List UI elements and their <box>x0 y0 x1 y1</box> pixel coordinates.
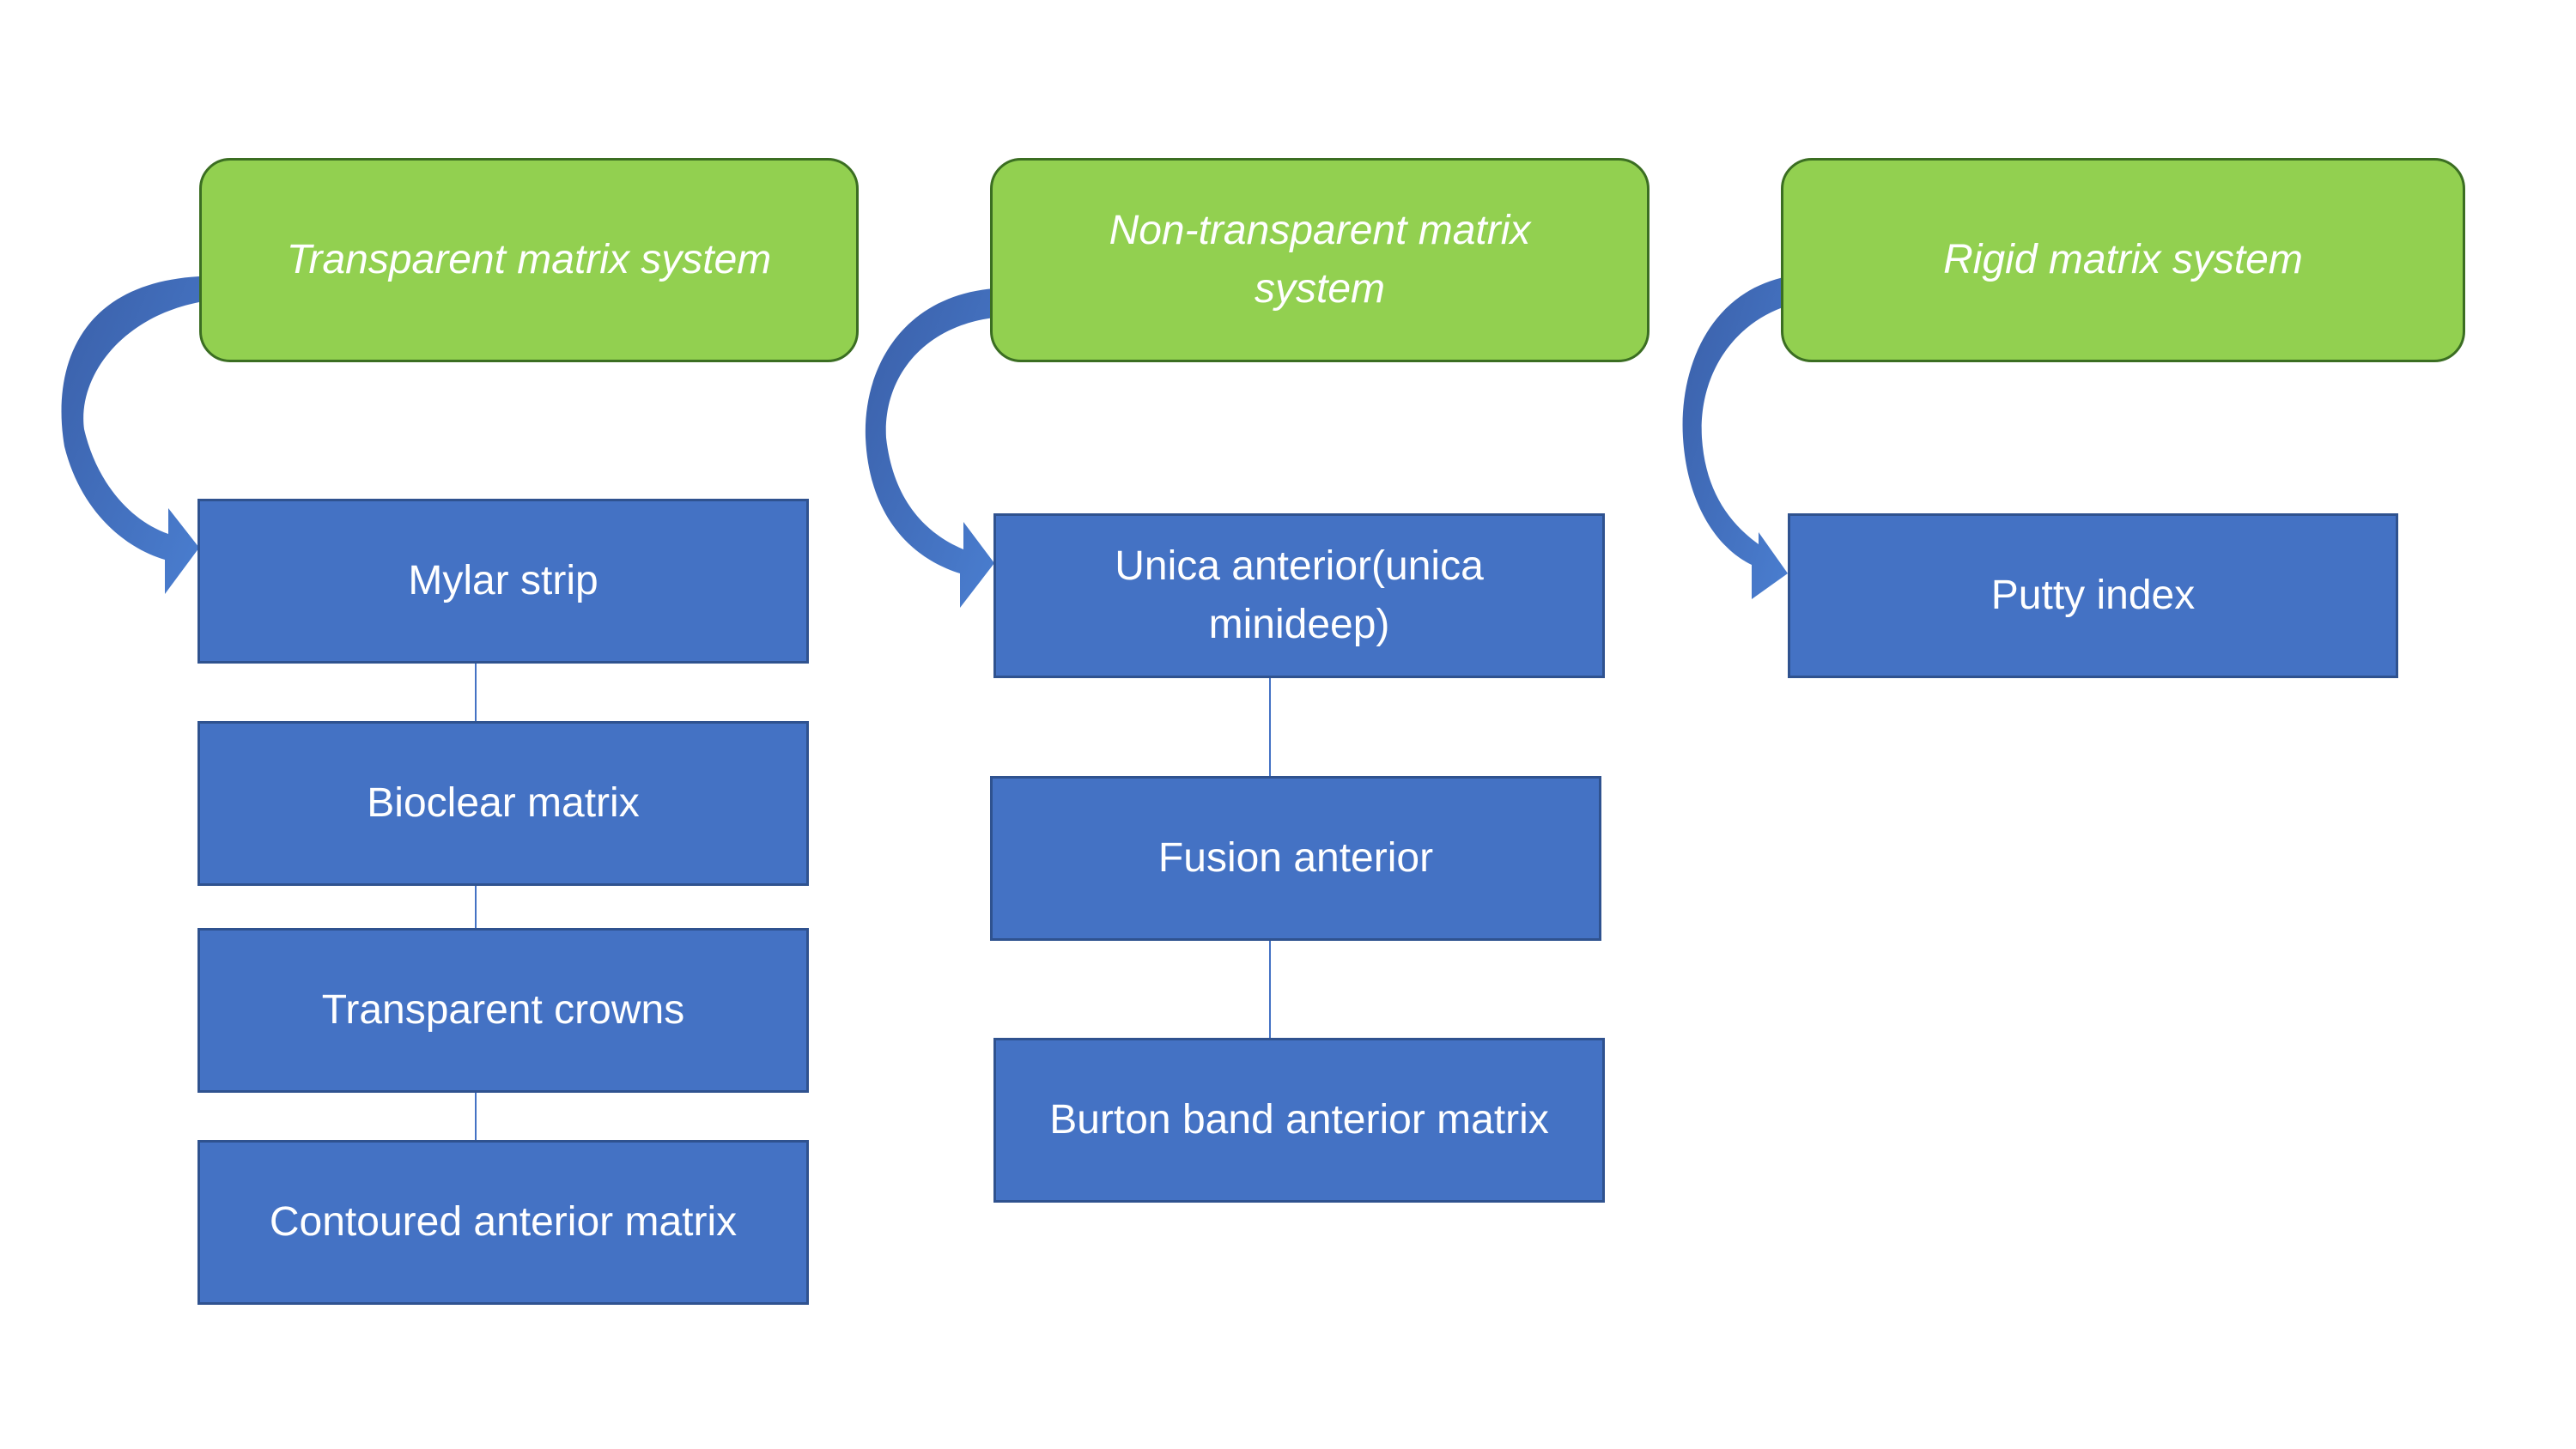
item-label: Mylar strip <box>408 558 598 603</box>
item-transparent-crowns: Transparent crowns <box>197 928 809 1093</box>
curved-arrow-3 <box>1682 276 1788 599</box>
item-label: Transparent crowns <box>321 987 685 1033</box>
connector <box>1269 941 1271 1038</box>
item-label: Unica anterior(unica minideep) <box>1115 543 1484 647</box>
header-label: Transparent matrix system <box>286 237 772 282</box>
header-label: Non-transparent matrix system <box>1109 208 1531 312</box>
item-contoured-anterior-matrix: Contoured anterior matrix <box>197 1140 809 1305</box>
item-label: Putty index <box>1990 573 2196 618</box>
connector <box>475 664 477 721</box>
item-burton-band-anterior-matrix: Burton band anterior matrix <box>993 1038 1605 1203</box>
connector <box>475 886 477 928</box>
curved-arrow-2 <box>865 288 994 608</box>
item-bioclear-matrix: Bioclear matrix <box>197 721 809 886</box>
item-unica-anterior: Unica anterior(unica minideep) <box>993 513 1605 678</box>
header-label: Rigid matrix system <box>1943 237 2303 282</box>
item-label: Bioclear matrix <box>367 780 640 826</box>
item-mylar-strip: Mylar strip <box>197 499 809 664</box>
item-label: Fusion anterior <box>1157 835 1434 881</box>
item-label: Burton band anterior matrix <box>1049 1097 1549 1143</box>
item-label: Contoured anterior matrix <box>269 1199 738 1245</box>
item-putty-index: Putty index <box>1788 513 2398 678</box>
header-non-transparent-matrix: Non-transparent matrix system <box>990 158 1649 362</box>
header-rigid-matrix: Rigid matrix system <box>1781 158 2465 362</box>
curved-arrow-1 <box>61 276 199 594</box>
header-transparent-matrix: Transparent matrix system <box>199 158 859 362</box>
connector <box>1269 678 1271 776</box>
connector <box>475 1093 477 1140</box>
item-fusion-anterior: Fusion anterior <box>990 776 1601 941</box>
